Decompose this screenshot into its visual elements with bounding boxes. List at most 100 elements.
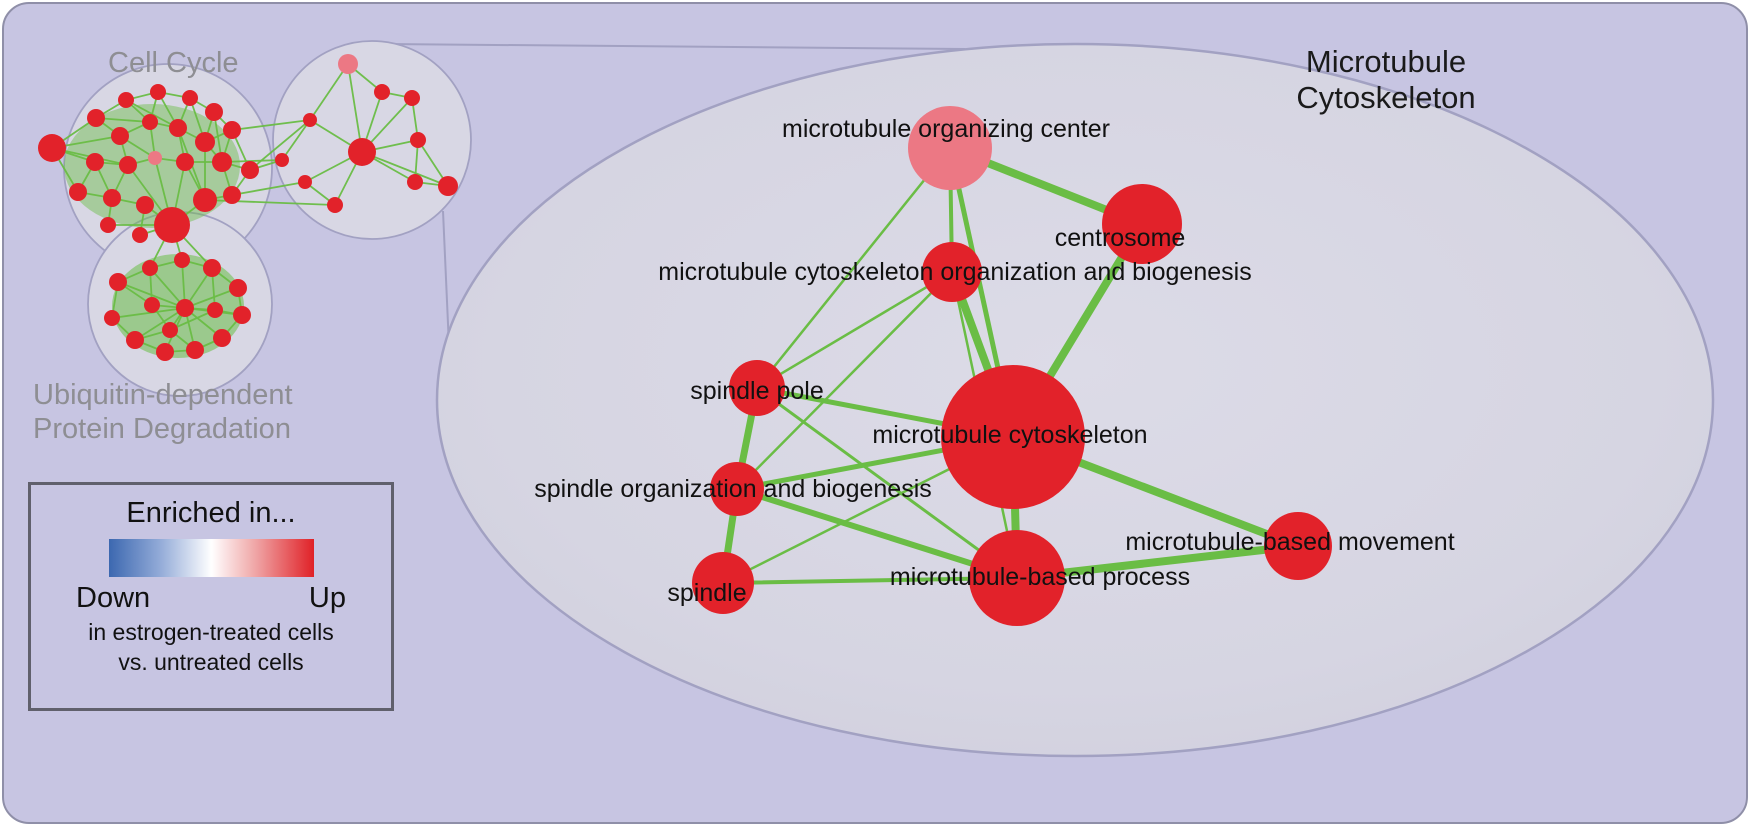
edge-moc--spindle_pole [755, 146, 952, 390]
node-mt_process [969, 530, 1065, 626]
overview-edge [221, 159, 283, 163]
overview-edge [347, 63, 363, 153]
legend-title: Enriched in... [126, 497, 296, 529]
legend-gradient-bar [108, 539, 314, 577]
overview-node [87, 109, 105, 127]
overview-node [327, 197, 343, 213]
node-moc [908, 106, 992, 190]
overview-node [144, 297, 160, 313]
zoom-callout-line-top [384, 43, 966, 50]
overview-node [150, 84, 166, 100]
overview-node [212, 152, 232, 172]
detail-title-line1: Microtubule [1306, 44, 1466, 79]
overview-node [109, 273, 127, 291]
overview-node [154, 207, 190, 243]
overview-node [229, 279, 247, 297]
node-spindle_org [710, 462, 764, 516]
overview-node [410, 132, 426, 148]
legend-caption-line1: in estrogen-treated cells [88, 619, 334, 645]
node-label-mt_movement: microtubule-based movement [1125, 528, 1454, 556]
node-mt_movement [1264, 512, 1332, 580]
overview-node [186, 341, 204, 359]
overview-node [111, 127, 129, 145]
overview-node-layer [38, 54, 458, 361]
edge-spindle_pole--mt_process [755, 386, 1019, 580]
overview-node [241, 161, 259, 179]
node-label-centrosome: centrosome [1055, 224, 1186, 252]
overview-node [298, 175, 312, 189]
overview-node [407, 174, 423, 190]
legend-down-label: Down [76, 582, 151, 614]
legend-endpoint-row: Down Up [76, 582, 346, 615]
ubiquitin-label-line1: Ubiquitin-dependent [33, 379, 293, 411]
overview-node [233, 306, 251, 324]
overview-edge [111, 307, 186, 319]
overview-node [223, 121, 241, 139]
node-label-moc: microtubule organizing center [782, 115, 1110, 143]
overview-node [148, 151, 162, 165]
overview-node [404, 90, 420, 106]
node-label-spindle_pole: spindle pole [690, 377, 823, 405]
overview-node [142, 260, 158, 276]
overview-node [275, 153, 289, 167]
legend-up-label: Up [308, 582, 346, 614]
overview-node [86, 153, 104, 171]
overview-node [303, 113, 317, 127]
detail-label-layer: microtubule organizing center centrosome m… [534, 115, 1454, 607]
overview-node [176, 153, 194, 171]
overview-node [438, 176, 458, 196]
detail-node-layer [692, 106, 1332, 626]
node-mt_cytoskeleton [941, 365, 1085, 509]
overview-node [118, 92, 134, 108]
overview-node [38, 134, 66, 162]
overview-node [176, 299, 194, 317]
overview-node [174, 252, 190, 268]
node-label-mt_org_biogenesis: microtubule cytoskeleton organization an… [658, 258, 1251, 286]
overview-node [142, 114, 158, 130]
legend-caption-line2: vs. untreated cells [118, 649, 304, 675]
edge-mt_org_biogenesis--spindle_org [735, 270, 954, 491]
overview-node [169, 119, 187, 137]
overview-node [205, 103, 223, 121]
cell-cycle-label: Cell Cycle [108, 47, 239, 79]
overview-edge [184, 287, 239, 309]
node-label-mt_process: microtubule-based process [890, 563, 1190, 591]
ubiquitin-label-line2: Protein Degradation [33, 413, 291, 445]
overview-node [195, 132, 215, 152]
overview-edge [281, 119, 311, 161]
overview-node [136, 196, 154, 214]
node-spindle [692, 552, 754, 614]
overview-edge [309, 63, 349, 121]
legend-box: Enriched in... Down Up in estrogen-treat… [28, 482, 394, 711]
node-centrosome [1102, 184, 1182, 264]
overview-node [348, 138, 376, 166]
overview-node [193, 188, 217, 212]
overview-node [338, 54, 358, 74]
overview-node [69, 183, 87, 201]
detail-zoom-ellipse [435, 42, 1715, 758]
overview-edge [231, 119, 311, 131]
edge-spindle_org--mt_process [734, 486, 1020, 581]
overview-edge [169, 309, 216, 331]
node-spindle_pole [729, 360, 785, 416]
node-label-mt_cytoskeleton: microtubule cytoskeleton [872, 421, 1147, 449]
overview-node [203, 259, 221, 277]
overview-node [132, 227, 148, 243]
overview-edge [361, 151, 449, 187]
detail-title-line2: Cytoskeleton [1296, 80, 1475, 115]
overview-edge [249, 119, 311, 171]
overview-node [119, 156, 137, 174]
node-label-spindle_org: spindle organization and biogenesis [534, 475, 932, 503]
overview-edge [95, 117, 151, 123]
overview-node [213, 329, 231, 347]
overview-node [103, 189, 121, 207]
overview-edge [231, 181, 306, 196]
overview-node [162, 322, 178, 338]
overview-node [104, 310, 120, 326]
node-mt_org_biogenesis [922, 242, 982, 302]
overview-node [182, 90, 198, 106]
overview-node [207, 302, 223, 318]
overview-node [100, 217, 116, 233]
